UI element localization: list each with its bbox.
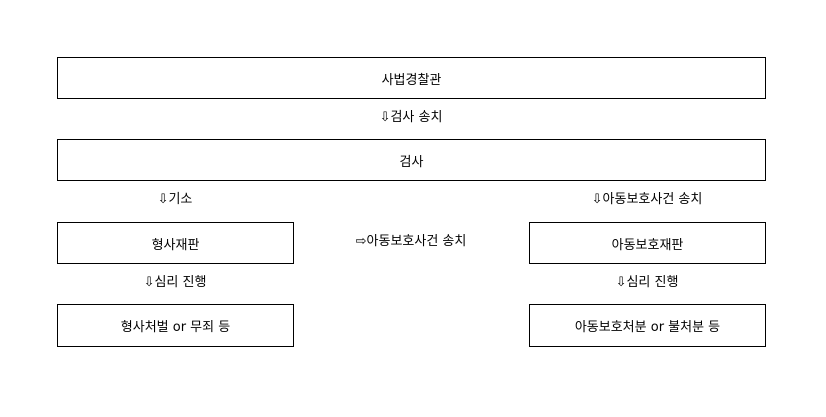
juvenile-trial-node: 아동보호재판 [529, 222, 766, 264]
prosecutor-label: 검사 [399, 154, 424, 170]
edge-indictment: ⇩기소 [157, 192, 193, 207]
juvenile-trial-label: 아동보호재판 [611, 237, 684, 253]
edge-to-prosecutor: ⇩검사 송치 [379, 110, 443, 125]
criminal-trial-node: 형사재판 [57, 222, 294, 264]
police-node: 사법경찰관 [57, 57, 766, 99]
criminal-result-node: 형사처벌 or 무죄 등 [57, 304, 294, 347]
juvenile-result-node: 아동보호처분 or 불처분 등 [529, 304, 766, 347]
edge-criminal-hearing: ⇩심리 진행 [143, 275, 207, 290]
criminal-result-label: 형사처벌 or 무죄 등 [120, 320, 231, 335]
criminal-trial-label: 형사재판 [151, 237, 200, 253]
police-label: 사법경찰관 [381, 72, 442, 88]
prosecutor-node: 검사 [57, 139, 766, 181]
edge-juvenile-hearing: ⇩심리 진행 [615, 275, 679, 290]
edge-to-juvenile-from-trial: ⇨아동보호사건 송치 [355, 234, 467, 249]
juvenile-result-label: 아동보호처분 or 불처분 등 [574, 320, 721, 335]
edge-to-juvenile-from-prosecutor: ⇩아동보호사건 송치 [591, 192, 703, 207]
